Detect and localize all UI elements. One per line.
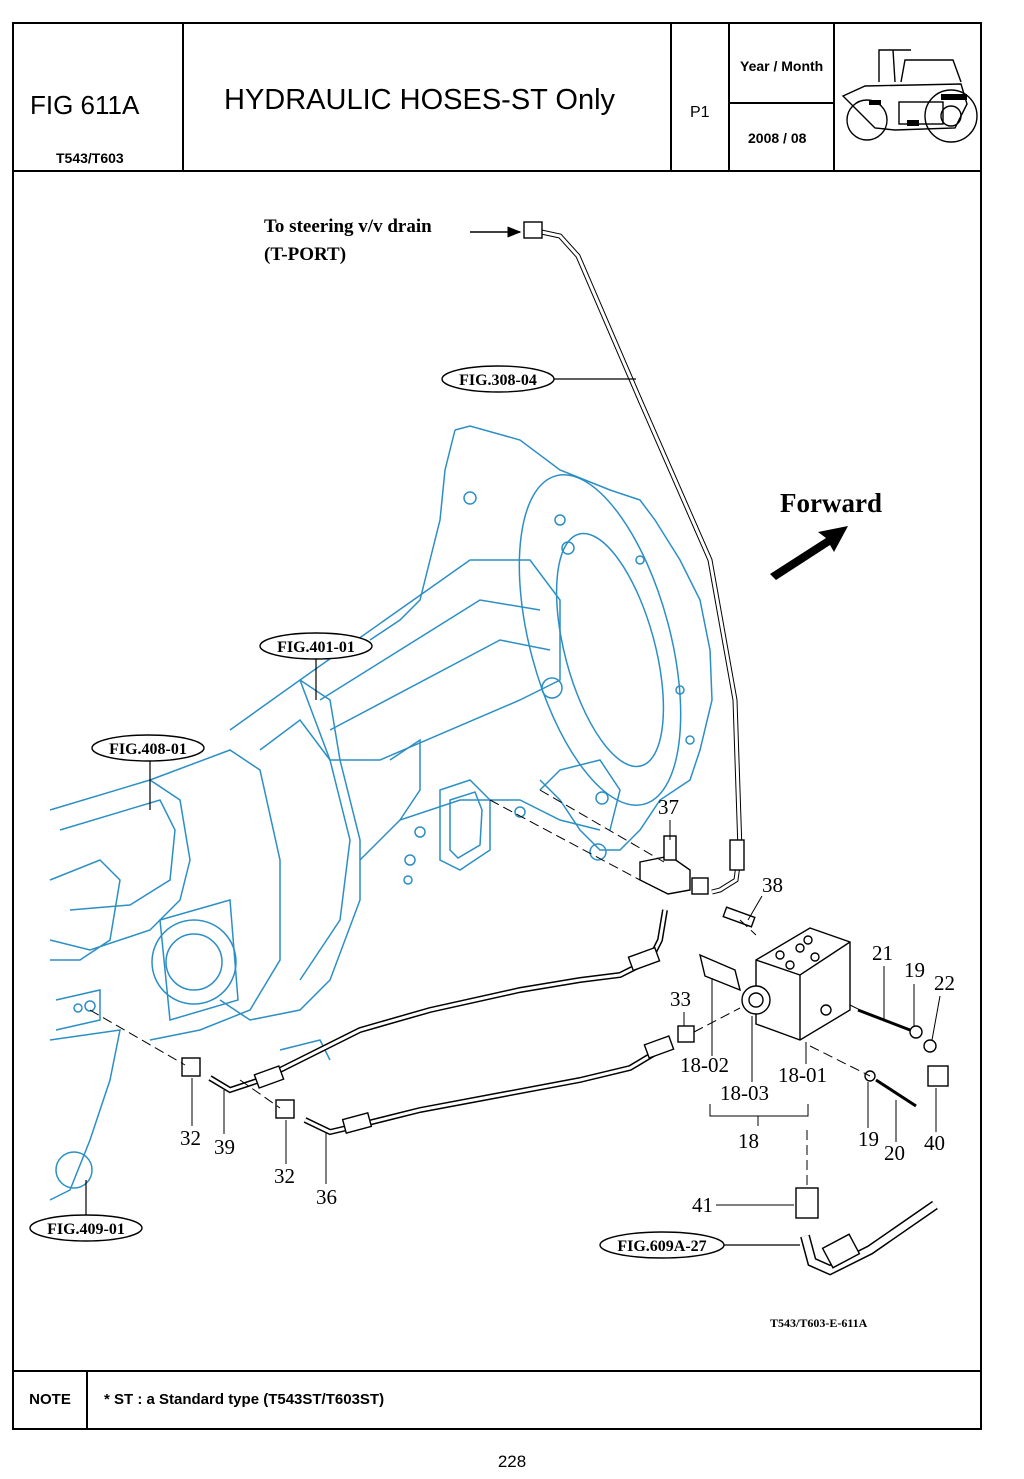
year-month-value: 2008 / 08	[748, 130, 807, 146]
tractor-icon-cell	[835, 24, 980, 170]
part-20: 20	[884, 1141, 905, 1165]
fig-number: FIG 611A	[30, 90, 140, 120]
year-month-divider	[730, 102, 833, 104]
page-frame: FIG 611A T543/T603 HYDRAULIC HOSES-ST On…	[12, 22, 982, 1430]
part-19-upper: 19	[904, 958, 925, 982]
header: FIG 611A T543/T603 HYDRAULIC HOSES-ST On…	[14, 24, 980, 172]
note-text: * ST : a Standard type (T543ST/T603ST)	[104, 1391, 385, 1408]
svg-text:FIG.408-01: FIG.408-01	[109, 741, 187, 758]
part-18-02: 18-02	[680, 1053, 729, 1077]
page-title: HYDRAULIC HOSES-ST Only	[224, 84, 616, 116]
svg-text:FIG.308-04: FIG.308-04	[459, 372, 537, 389]
part-21: 21	[872, 941, 893, 965]
part-32-right: 32	[274, 1164, 295, 1188]
year-month-cell: Year / Month 2008 / 08	[730, 24, 835, 170]
part-36: 36	[316, 1185, 337, 1209]
part-32-left: 32	[180, 1126, 201, 1150]
forward-label: Forward	[780, 488, 882, 518]
part-18: 18	[738, 1129, 759, 1153]
steering-drain-note-line2: (T-PORT)	[264, 244, 346, 265]
steering-drain-note-line1: To steering v/v drain	[264, 216, 432, 237]
title-cell: HYDRAULIC HOSES-ST Only	[184, 24, 672, 170]
ref-fig-408-01: FIG.408-01	[91, 734, 205, 810]
ref-fig-609a-27: FIG.609A-27	[599, 1231, 800, 1259]
part-19-lower: 19	[858, 1127, 879, 1151]
year-month-label: Year / Month	[740, 58, 824, 74]
part-18-01: 18-01	[778, 1063, 827, 1087]
note-label: NOTE	[14, 1372, 88, 1428]
tractor-icon	[841, 49, 978, 143]
note-row: NOTE * ST : a Standard type (T543ST/T603…	[14, 1370, 980, 1428]
part-40: 40	[924, 1131, 945, 1155]
svg-text:FIG.609A-27: FIG.609A-27	[617, 1238, 706, 1255]
ref-fig-308-04: FIG.308-04	[441, 365, 636, 393]
hydraulic-parts	[89, 221, 949, 1276]
part-22: 22	[934, 971, 955, 995]
fig-cell: FIG 611A T543/T603	[14, 24, 184, 170]
part-18-03: 18-03	[720, 1081, 769, 1105]
ref-fig-401-01: FIG.401-01	[259, 632, 373, 700]
svg-text:FIG.401-01: FIG.401-01	[277, 639, 355, 656]
part-labels: 37 38 21 19 22 33 18-02 18-03 18-01 18 1…	[180, 795, 955, 1217]
part-39: 39	[214, 1135, 235, 1159]
part-37: 37	[658, 795, 679, 819]
page-code-cell: P1	[672, 24, 730, 170]
part-38: 38	[762, 873, 783, 897]
part-33: 33	[670, 987, 691, 1011]
svg-text:FIG.409-01: FIG.409-01	[47, 1221, 125, 1238]
forward-arrow	[770, 526, 848, 580]
page-code: P1	[690, 104, 710, 121]
page-number: 228	[497, 1452, 527, 1471]
model-list: T543/T603	[56, 150, 124, 166]
transmission-housing	[49, 425, 713, 1201]
part-41: 41	[692, 1193, 713, 1217]
ref-fig-409-01: FIG.409-01	[29, 1180, 143, 1242]
drawing-code: T543/T603-E-611A	[770, 1316, 868, 1330]
